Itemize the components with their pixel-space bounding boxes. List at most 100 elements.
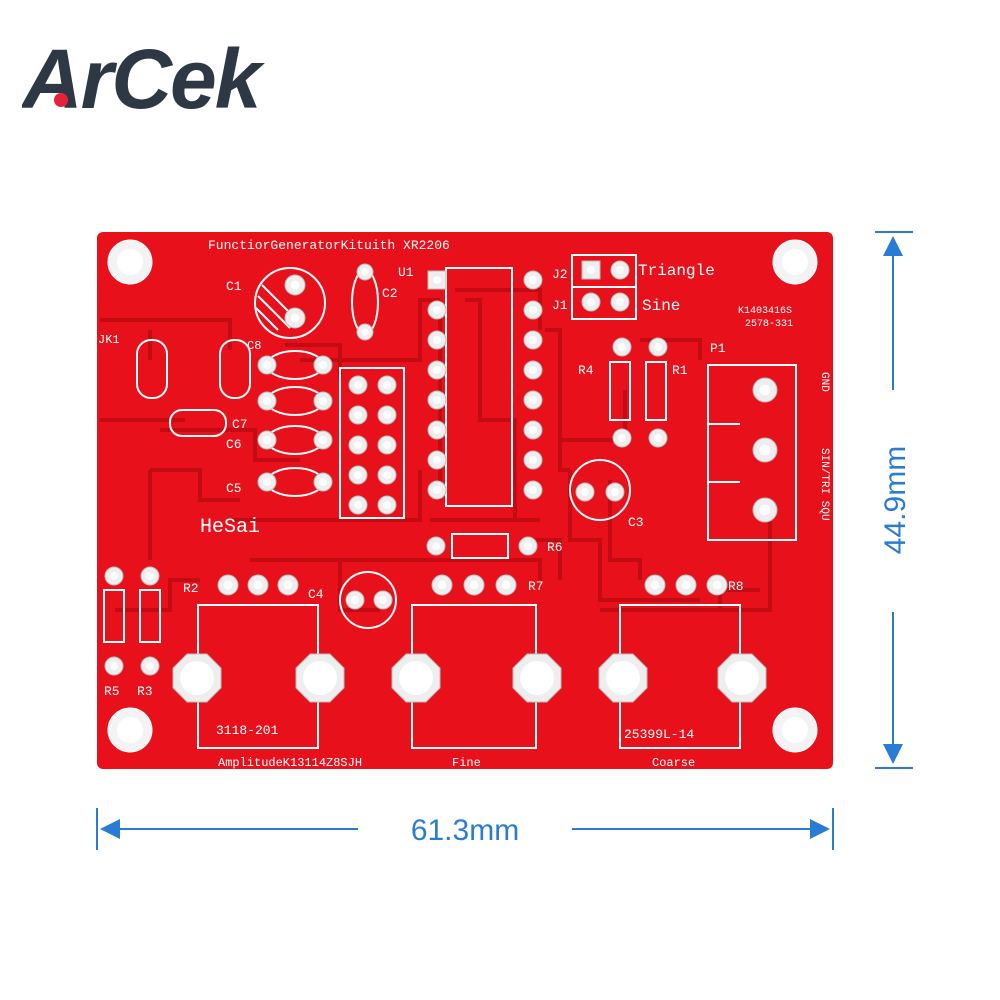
socket-outline: [339, 367, 405, 519]
solder-pad: [648, 337, 668, 357]
solder-pad: [463, 574, 485, 596]
r1-outline: [645, 361, 667, 421]
copper-traces: [100, 288, 772, 612]
solder-pad: [581, 260, 601, 280]
solder-pad: [426, 536, 446, 556]
label-r2: R2: [183, 581, 199, 596]
board-title: FunctiorGeneratorKituith XR2206: [208, 238, 450, 253]
solder-pad: [377, 435, 397, 455]
width-label: 61.3mm: [411, 814, 519, 847]
solder-pad: [284, 307, 306, 329]
solder-pad: [427, 330, 447, 350]
pot-hole: [512, 653, 562, 703]
pot-hole: [295, 653, 345, 703]
label-j1: J1: [552, 298, 568, 313]
r6-outline: [451, 533, 509, 559]
label-fine: Fine: [452, 756, 481, 770]
solder-pad: [523, 330, 543, 350]
solder-pad: [581, 292, 601, 312]
pot-hole: [598, 653, 648, 703]
solder-pad: [523, 450, 543, 470]
label-c8: C8: [247, 339, 261, 353]
label-sin-tri-squ: SIN/TRI SQU: [818, 448, 830, 521]
label-u1: U1: [398, 265, 414, 280]
solder-pad: [518, 536, 538, 556]
c1-outline: [254, 267, 326, 339]
solder-pad: [313, 430, 333, 450]
solder-pad: [377, 405, 397, 425]
solder-pad: [612, 337, 632, 357]
arrow-left-icon: [100, 819, 120, 839]
solder-pad: [427, 390, 447, 410]
solder-pad: [348, 375, 368, 395]
solder-pad: [313, 355, 333, 375]
label-c7: C7: [232, 417, 248, 432]
label-marking-1: K1403416S: [738, 306, 792, 317]
label-r5: R5: [104, 684, 120, 699]
label-pot-amplitude: 3118-201: [216, 723, 279, 738]
arrow-down-icon: [883, 744, 903, 764]
solder-pad: [575, 482, 595, 502]
solder-pad: [427, 300, 447, 320]
width-dimension: 61.3mm: [96, 808, 834, 850]
silkscreen-outlines: [103, 254, 797, 749]
solder-pad: [348, 405, 368, 425]
label-jk1: JK1: [98, 333, 120, 347]
solder-pad: [610, 260, 630, 280]
solder-pad: [648, 428, 668, 448]
solder-pad: [427, 360, 447, 380]
solder-pad: [140, 566, 160, 586]
solder-pad: [348, 435, 368, 455]
solder-pad: [495, 574, 517, 596]
solder-pad: [313, 472, 333, 492]
solder-pad: [752, 497, 778, 523]
label-p1: P1: [710, 341, 726, 356]
solder-pad: [356, 323, 374, 341]
r4-outline: [609, 361, 631, 421]
board-substrate: [97, 232, 833, 769]
solder-pad: [257, 391, 277, 411]
label-marking-2: 2578-331: [745, 319, 793, 330]
height-label: 44.9mm: [879, 446, 912, 554]
mounting-holes: [107, 239, 818, 753]
label-c3: C3: [628, 515, 644, 530]
solder-pad: [377, 465, 397, 485]
label-hesai: HeSai: [200, 516, 260, 539]
solder-pad: [427, 420, 447, 440]
solder-pad: [345, 590, 365, 610]
c4-outline: [339, 571, 397, 629]
label-r6: R6: [547, 540, 563, 555]
label-c6: C6: [226, 437, 242, 452]
label-c4: C4: [308, 587, 324, 602]
p1-outline: [707, 364, 797, 541]
solder-pad: [348, 465, 368, 485]
solder-pad: [752, 377, 778, 403]
solder-pad: [427, 480, 447, 500]
solder-pad: [373, 590, 393, 610]
label-c2: C2: [382, 286, 398, 301]
solder-pad: [217, 574, 239, 596]
solder-pad: [257, 472, 277, 492]
label-c1: C1: [226, 279, 242, 294]
mounting-hole-bottom-right: [772, 707, 818, 753]
solder-pad: [706, 574, 728, 596]
silkscreen-text: FunctiorGeneratorKituith XR2206 C1 C2 U1…: [98, 238, 830, 770]
solder-pad: [277, 574, 299, 596]
solder-pad: [348, 495, 368, 515]
solder-pad: [612, 428, 632, 448]
label-triangle: Triangle: [638, 262, 715, 280]
label-amplitude: AmplitudeK13114Z8SJH: [218, 756, 362, 770]
solder-pad: [610, 292, 630, 312]
r5-outline: [103, 589, 125, 643]
solder-pad: [523, 300, 543, 320]
solder-pads: [104, 260, 778, 676]
solder-pad: [752, 437, 778, 463]
height-dimension: 44.9mm: [875, 231, 913, 769]
pot-hole: [717, 653, 767, 703]
solder-pad: [605, 482, 625, 502]
solder-pad: [104, 566, 124, 586]
potentiometer-mount-holes: [172, 653, 767, 703]
mounting-hole-top-left: [107, 239, 153, 285]
arcek-logo: ArCek: [22, 32, 268, 126]
